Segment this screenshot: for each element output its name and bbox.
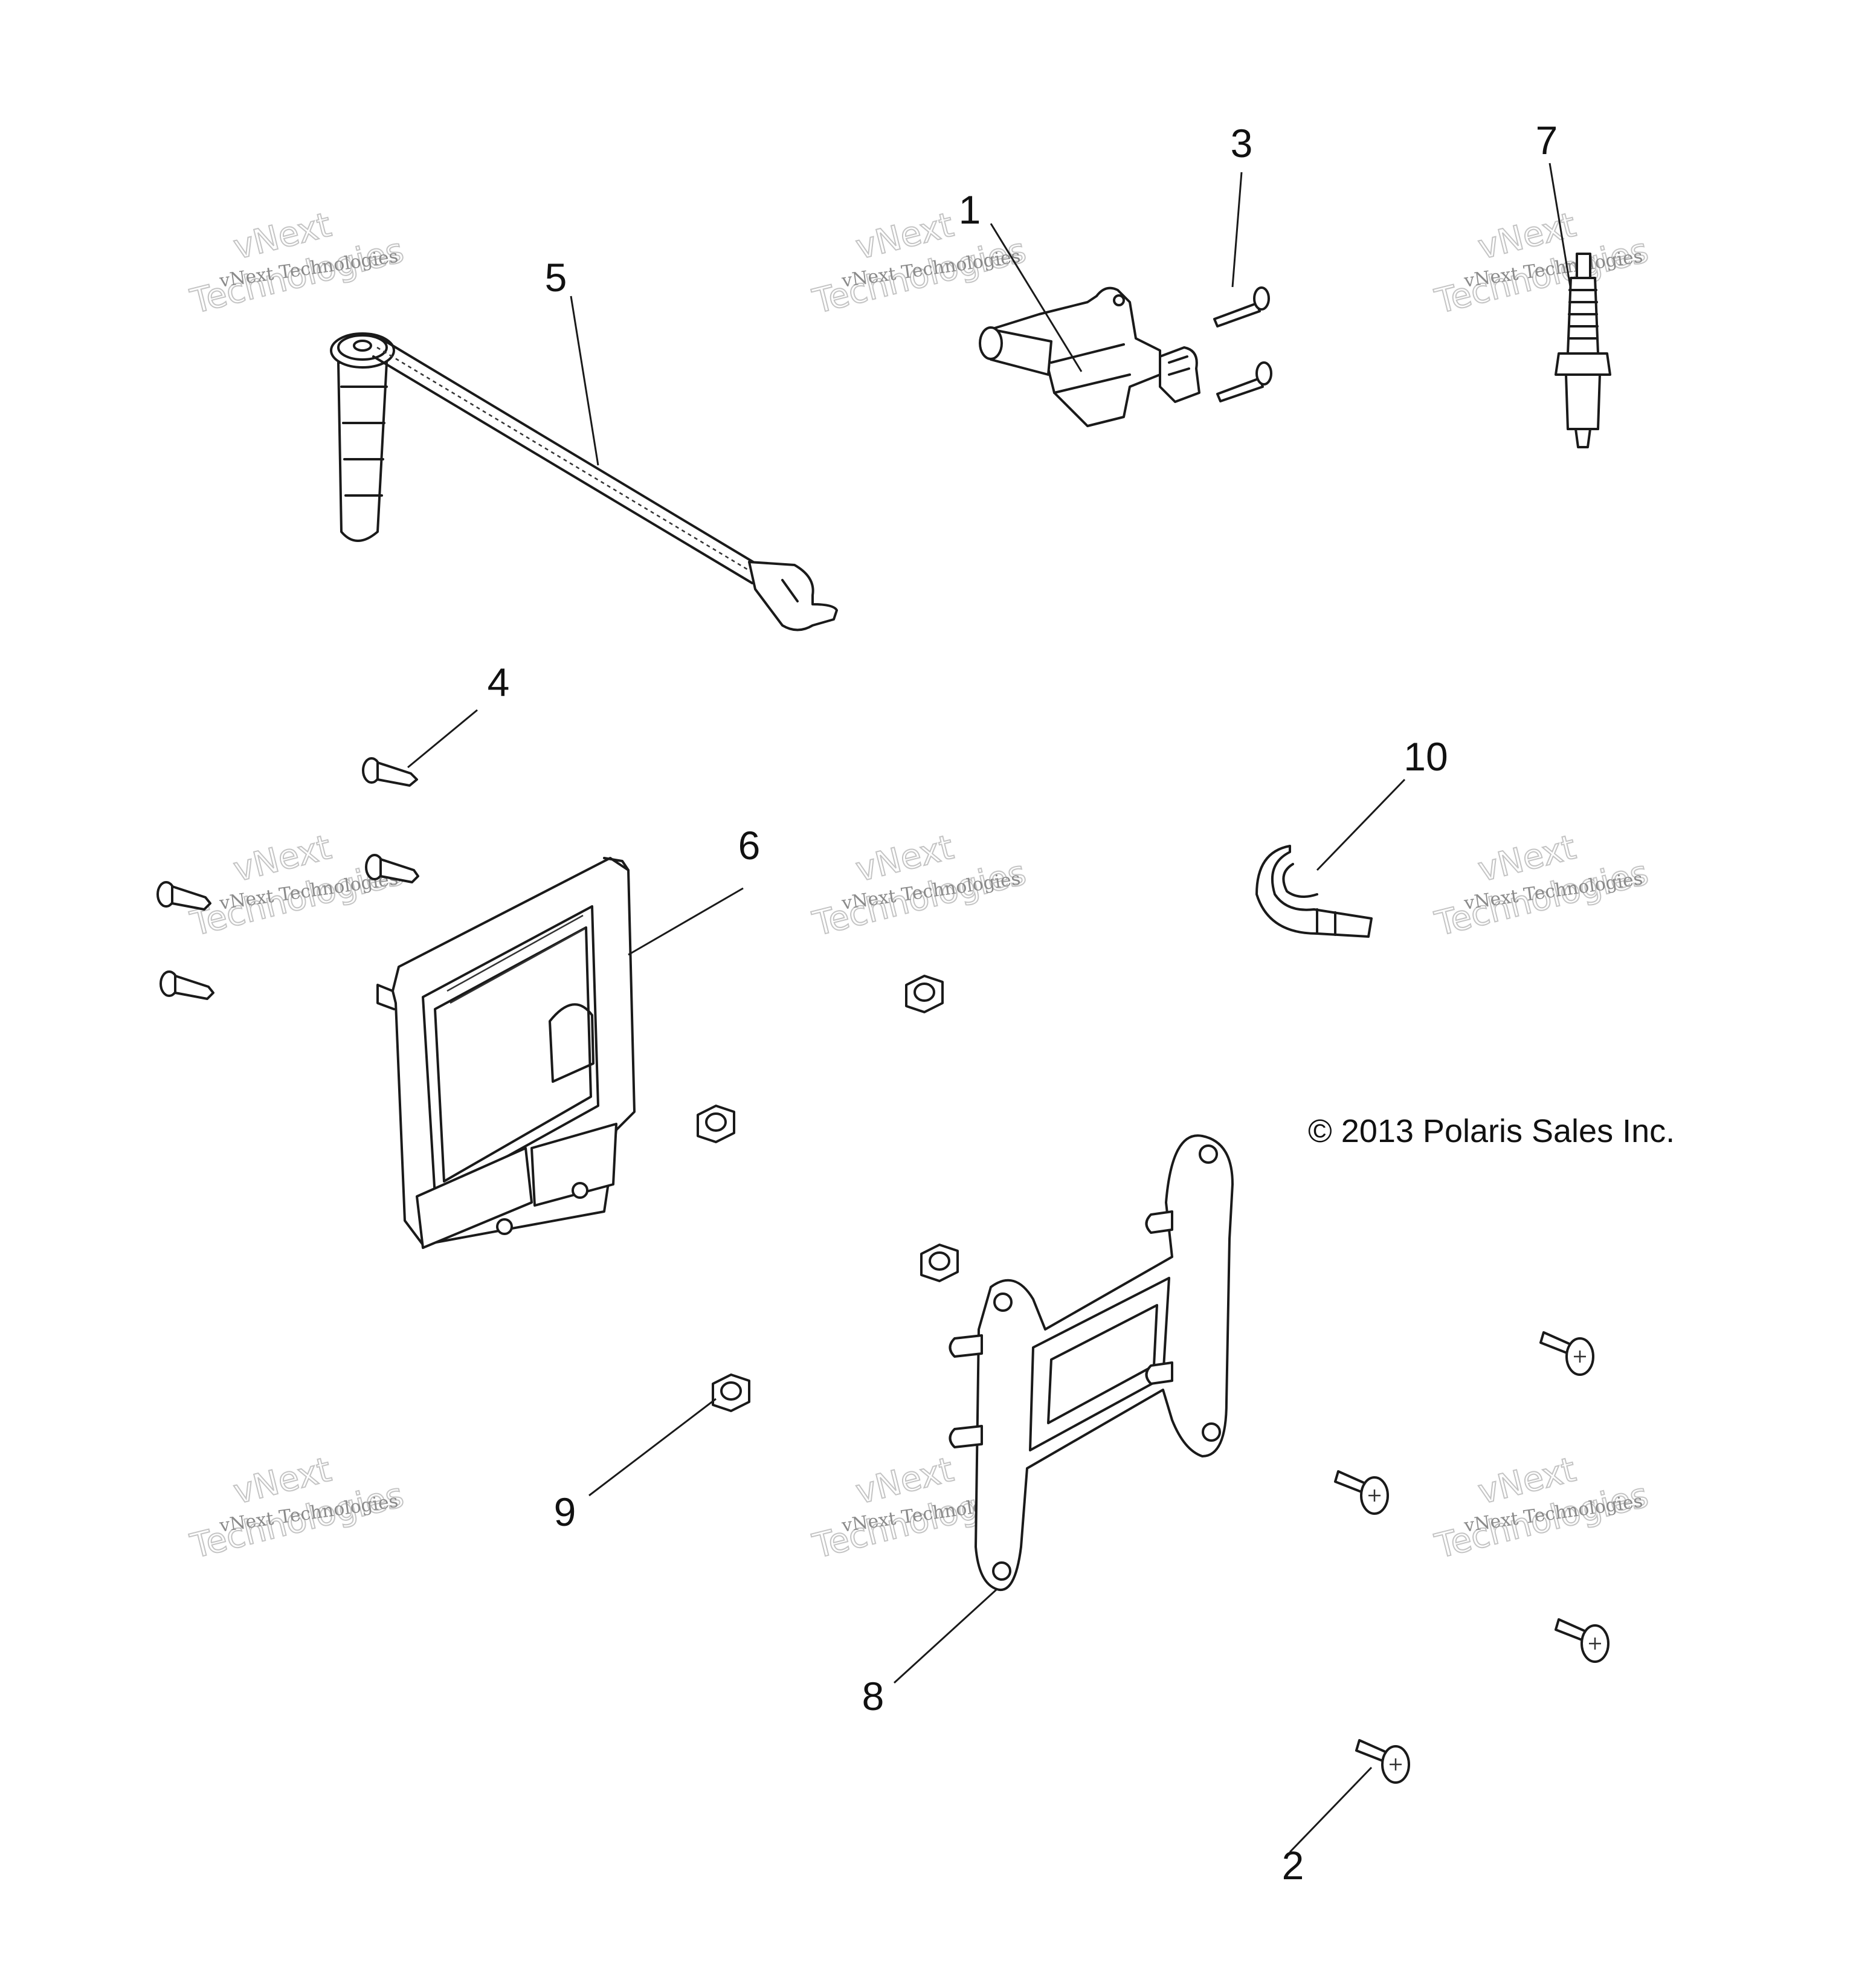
callout-3: 3 — [1231, 121, 1253, 166]
leader-line-5 — [570, 295, 599, 466]
nut — [905, 975, 944, 1013]
callout-labels: 1 2 3 4 5 6 7 8 9 10 — [488, 118, 1558, 1888]
spark-plug-wire — [330, 332, 838, 631]
leader-line-2 — [1289, 1766, 1373, 1853]
bracket-screws — [1334, 1331, 1610, 1784]
screw — [1334, 1470, 1389, 1515]
nut — [712, 1373, 750, 1412]
callout-2: 2 — [1282, 1843, 1304, 1888]
screw — [1539, 1331, 1594, 1376]
ecu-bracket — [949, 1134, 1234, 1592]
p-clamp — [1255, 845, 1373, 938]
copyright-notice: © 2013 Polaris Sales Inc. — [1308, 1113, 1675, 1149]
nut — [920, 1244, 959, 1282]
screw — [1555, 1618, 1610, 1663]
callout-8: 8 — [862, 1674, 884, 1719]
leader-line-9 — [588, 1398, 717, 1497]
callout-6: 6 — [738, 823, 761, 868]
callout-4: 4 — [488, 660, 510, 705]
leader-lines — [407, 163, 1572, 1853]
leader-line-8 — [893, 1588, 998, 1684]
callout-5: 5 — [545, 255, 567, 300]
leader-line-6 — [628, 887, 744, 956]
flange-nuts — [697, 975, 959, 1412]
bolt — [160, 970, 214, 1000]
callout-1: 1 — [959, 187, 981, 232]
leader-line-10 — [1316, 778, 1406, 871]
ignition-coil — [979, 286, 1200, 427]
screw — [1355, 1739, 1410, 1784]
bolt — [365, 854, 419, 883]
spark-plug — [1555, 253, 1611, 448]
ecu-bolts — [156, 757, 419, 1000]
callout-7: 7 — [1536, 118, 1558, 163]
bolt — [362, 757, 418, 787]
callout-10: 10 — [1403, 734, 1448, 779]
bolt — [156, 881, 211, 911]
leader-line-4 — [407, 709, 478, 769]
bolt — [1213, 286, 1270, 328]
leader-line-3 — [1231, 172, 1243, 288]
leader-line-1 — [990, 223, 1083, 372]
coil-bolts — [1213, 286, 1272, 402]
ecu-module — [376, 857, 636, 1249]
callout-9: 9 — [554, 1489, 576, 1534]
leader-line-7 — [1548, 163, 1572, 291]
bolt — [1216, 361, 1272, 402]
nut — [697, 1105, 735, 1143]
